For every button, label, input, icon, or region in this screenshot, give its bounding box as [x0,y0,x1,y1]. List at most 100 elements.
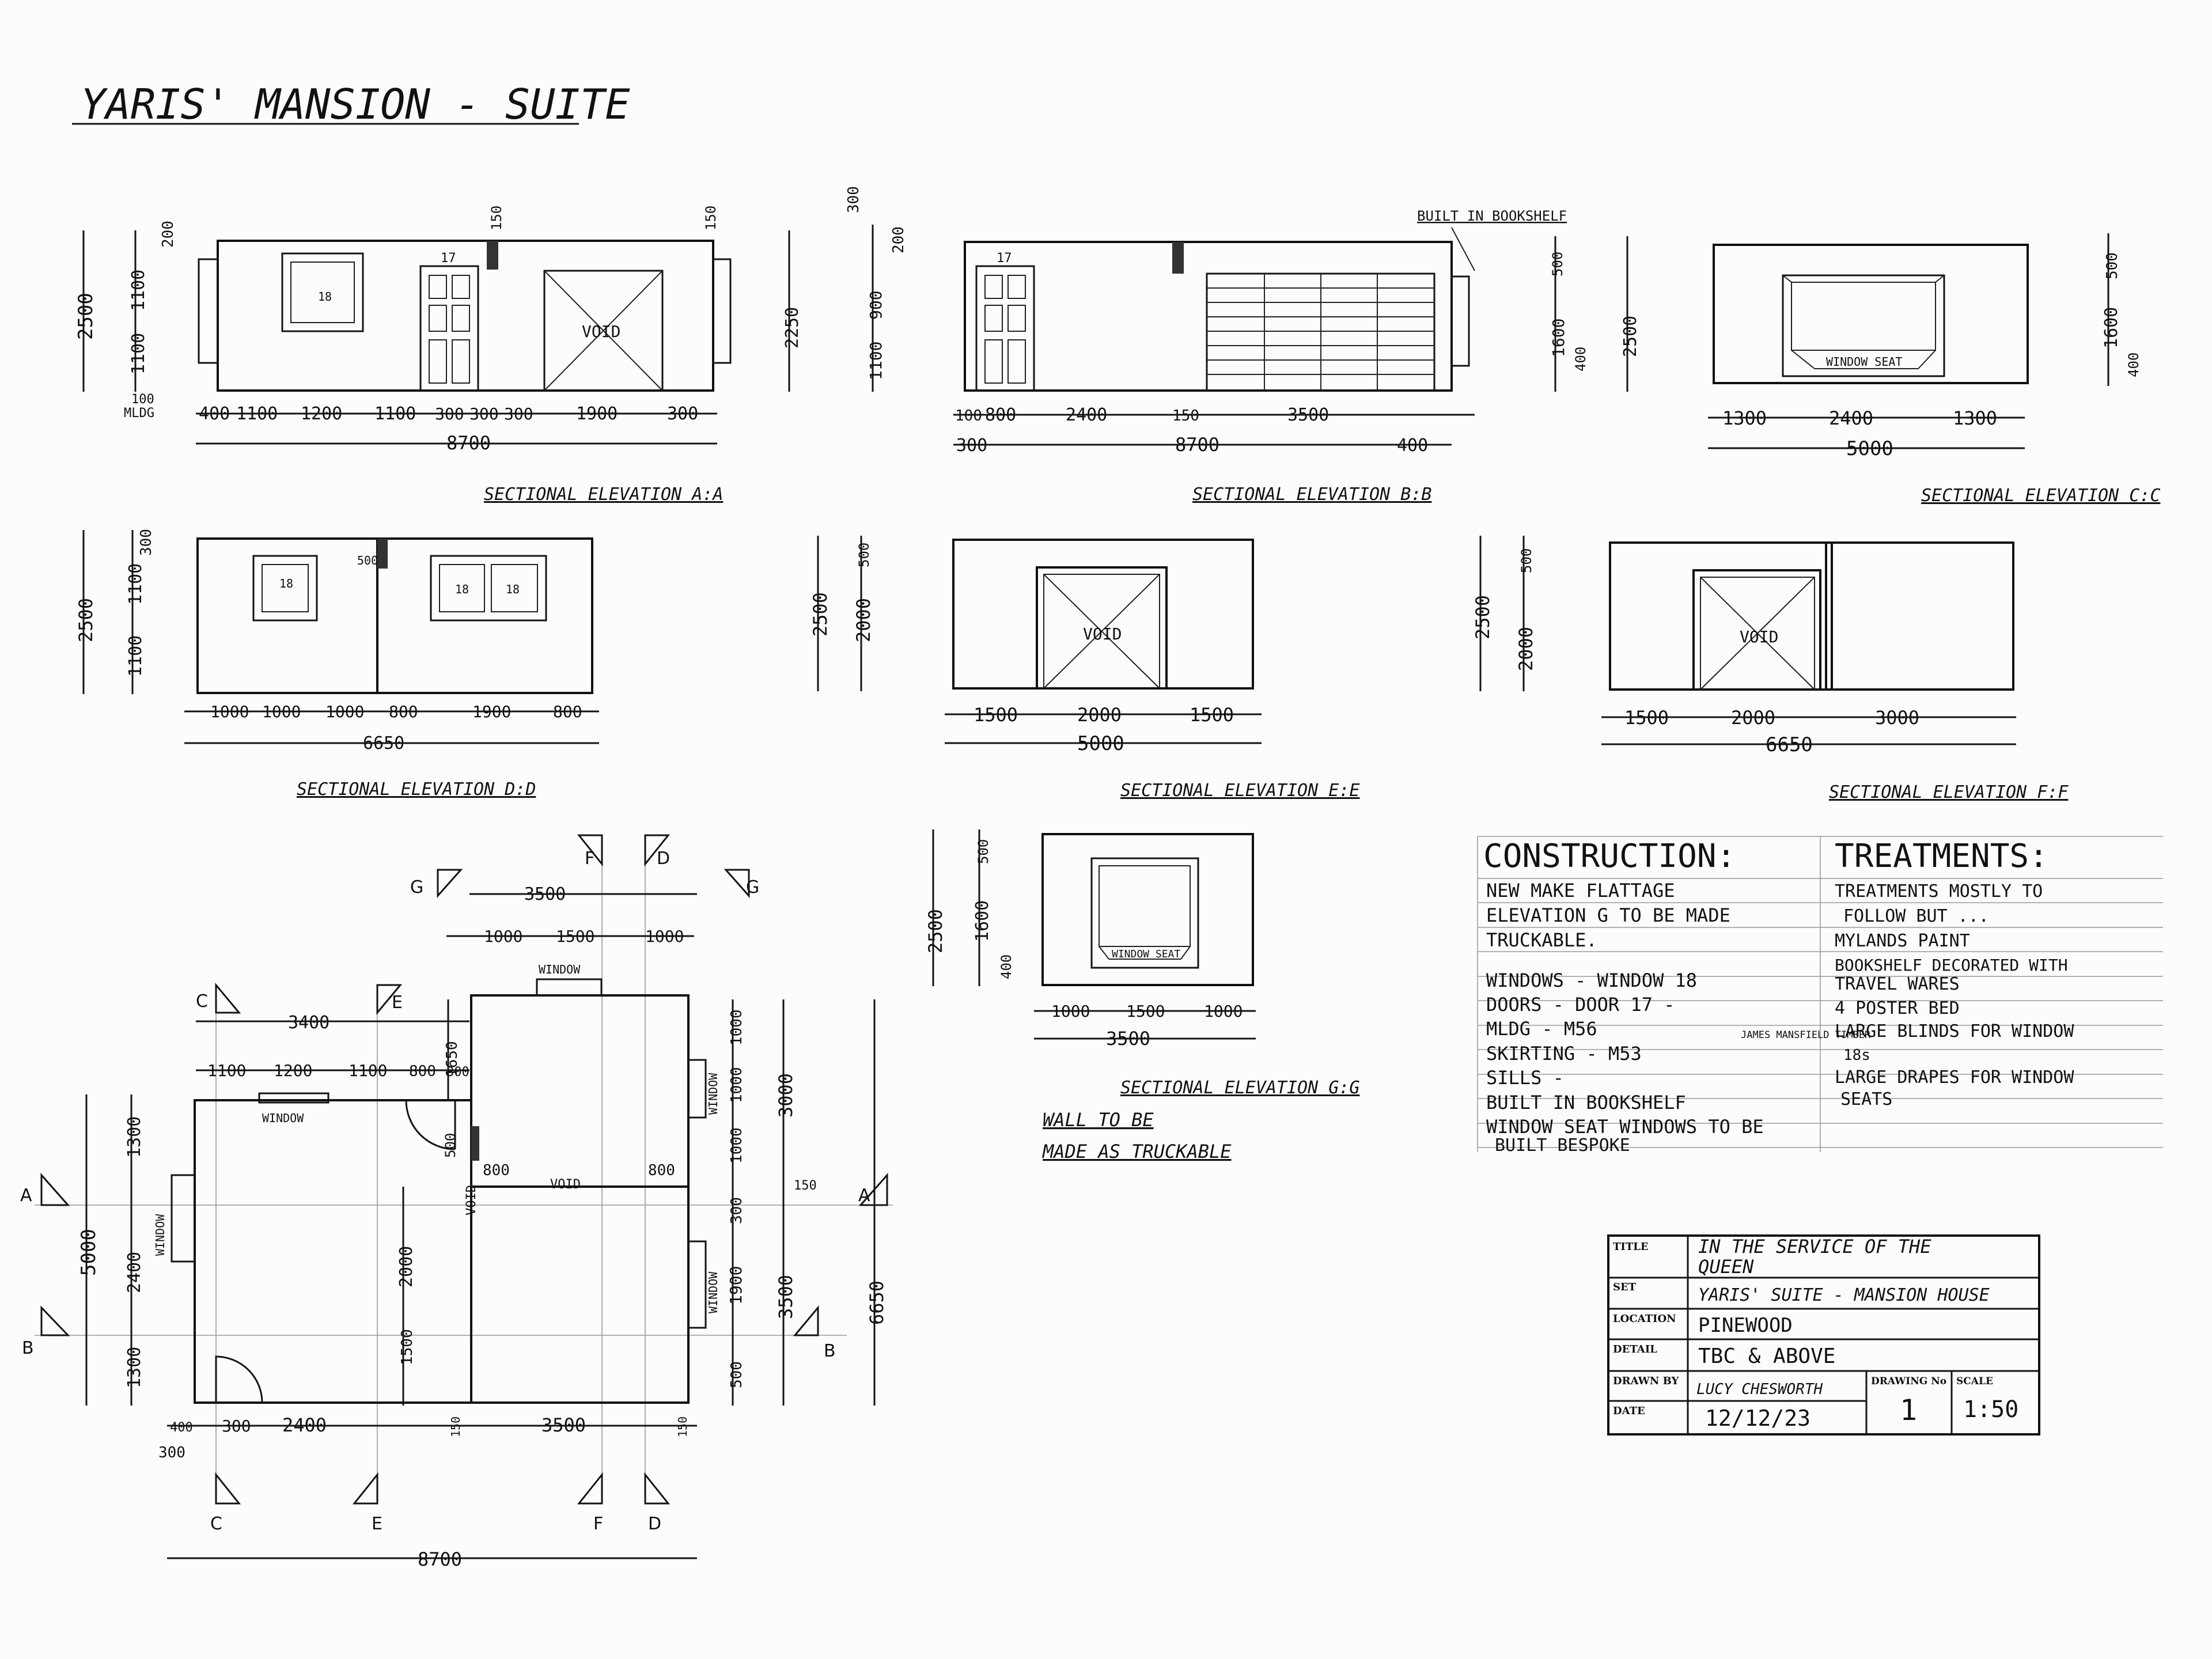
dim-h6: 1600 [1549,319,1568,357]
drawn-by-label: DRAWN BY [1613,1375,1679,1387]
dim-w9: 300 [667,404,698,424]
dim-h3: 200 [160,221,177,248]
section-mark-e-bottom: E [372,1514,382,1534]
construction-item-7: SKIRTING - M53 [1486,1043,1642,1065]
dim-h9: 2500 [1620,316,1641,357]
window-number: 18 [506,582,520,596]
plan-dim-top-5: 3400 [288,1013,329,1033]
dim-total: 5000 [1846,437,1893,460]
void-label: VOID [1740,627,1778,646]
inner-wall [470,995,688,1188]
truckable-note-2: MADE AS TRUCKABLE [1042,1141,1232,1162]
elevation-label: SECTIONAL ELEVATION C:C [1921,486,2160,506]
dim-w3: 1000 [325,702,364,721]
dim-total: 5000 [1077,732,1124,755]
treatment-item-5: TRAVEL WARES [1835,974,1960,994]
bookshelf-shelves [1207,274,1434,391]
moulding-right [1450,275,1470,367]
plan-dim-right-5: 300 [728,1197,745,1224]
section-mark-g-right: G [746,877,759,897]
wall-outline [952,539,1254,690]
truckable-note-1: WALL TO BE [1043,1109,1154,1131]
plan-dim-right-4: 3000 [775,1073,797,1118]
elevation-label: SECTIONAL ELEVATION E:E [1120,781,1359,801]
section-mark-b-right: B [824,1341,836,1361]
section-mark-b-left: B [22,1338,34,1358]
dim-w5: 1900 [472,702,511,721]
window-number: 18 [318,290,332,304]
dim-lower-3: 400 [1397,435,1428,456]
dim-h3: 400 [2126,353,2142,377]
construction-item-4: WINDOWS - WINDOW 18 [1486,969,1697,991]
dim-h2: 1100 [866,342,885,380]
dim-w2: 1500 [1126,1002,1165,1021]
wall-outline [1609,541,2014,691]
sheet-title: YARIS' MANSION - SUITE [81,80,630,128]
dim-h1: 1100 [128,270,149,311]
supplier-note: JAMES MANSFIELD TIMBER [1741,1029,1871,1041]
construction-item-3: TRUCKABLE. [1486,929,1597,951]
plan-dim-bottom-5: 3500 [541,1414,586,1436]
elevation-dd: 18 18 18 1000 1000 1000 800 1900 800 665… [75,529,599,800]
plan-dim-left-4: 1300 [124,1347,145,1388]
treatment-item-9: LARGE DRAPES FOR WINDOW [1835,1067,2074,1088]
plan-door-swing-2 [215,1355,263,1403]
plan-dim-right-3: 1000 [728,1127,745,1164]
plan-dim-right-1: 1000 [728,1009,745,1046]
dim-h-total: 2500 [74,293,97,340]
plan-dim-top-1: 3500 [524,884,566,904]
dim-small-2: 150 [703,206,719,230]
construction-item-5: DOORS - DOOR 17 - [1486,994,1675,1016]
window-number: 18 [279,577,293,590]
window-seat-label: WINDOW SEAT [1826,355,1902,369]
section-mark-g-left: G [410,877,423,897]
dim-w1: 1500 [974,704,1018,726]
dim-h3: 400 [998,955,1014,979]
window-18-double [430,555,547,622]
construction-item-6: MLDG - M56 [1486,1018,1597,1040]
dim-h7: 400 [1573,347,1589,372]
section-mark-c-top: C [196,991,208,1012]
dim-w1: 100 [955,407,982,425]
construction-heading: CONSTRUCTION: [1483,838,1736,875]
void-label: VOID [582,322,620,341]
plan-dim-top-6: 1100 [207,1061,246,1080]
wall-outline [196,537,593,694]
construction-item-11: BUILT BESPOKE [1495,1135,1630,1156]
bookshelf-return [487,241,498,270]
dim-w3: 1200 [301,404,342,424]
dim-h1: 500 [2104,252,2121,279]
door-panels [984,275,1026,384]
dim-w1: 400 [199,404,230,424]
plan-window-1-label: WINDOW [262,1111,304,1125]
dim-h2: 1600 [2101,307,2122,349]
plan-dim-mid-4: 1500 [399,1329,416,1365]
construction-item-2: ELEVATION G TO BE MADE [1486,904,1730,926]
elevation-label: SECTIONAL ELEVATION F:F [1829,782,2069,802]
plan-void-2-label: VOID [550,1177,581,1192]
date-label: DATE [1613,1405,1645,1417]
dim-h2: 2000 [1515,627,1537,671]
dim-w7: 300 [504,404,533,423]
dim-total: 3500 [1106,1028,1150,1050]
plan-dim-bottom-3: 2400 [282,1414,327,1436]
dim-w2: 2400 [1829,407,1873,429]
dim-w1: 1000 [1051,1002,1090,1021]
plan-void-1-label: VOID [464,1185,479,1215]
plan-dim-top-4: 1000 [645,927,684,946]
section-mark-a-left: A [20,1185,32,1206]
construction-item-1: NEW MAKE FLATTAGE [1486,880,1675,902]
dim-h1: 2250 [782,307,802,349]
location-value: PINEWOOD [1698,1314,1793,1337]
plan-dim-bottom-6: 150 [676,1416,690,1437]
plan-dim-right-7: 500 [728,1361,745,1388]
dim-h8: 500 [1550,252,1566,276]
dim-w3: 1000 [1204,1002,1243,1021]
wall-outline [1713,244,2029,384]
drawing-no-label: DRAWING No [1871,1376,1946,1387]
dim-w1: 1500 [1624,707,1669,729]
title-value-2: QUEEN [1698,1256,1754,1278]
dim-h2: 1100 [126,563,146,605]
void-label: VOID [1083,624,1122,643]
detail-label: DETAIL [1613,1343,1657,1355]
